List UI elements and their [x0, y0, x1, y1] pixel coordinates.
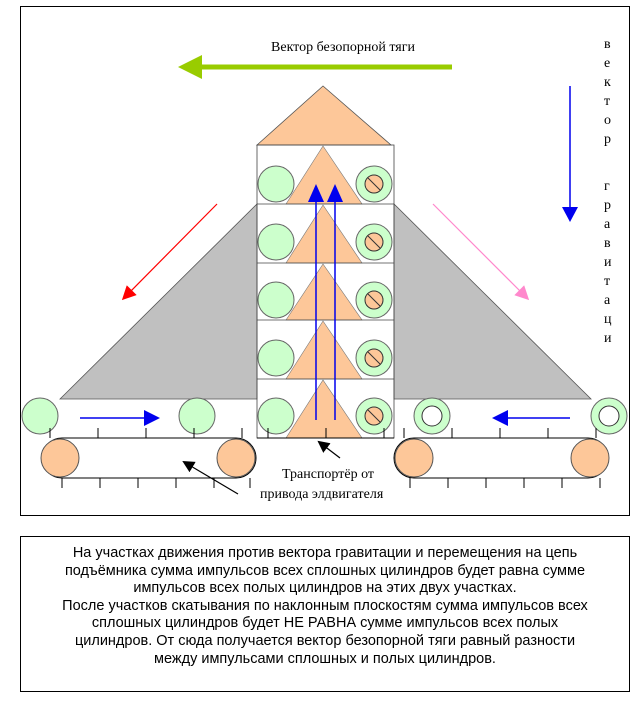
left-roll-arrow: [121, 203, 218, 301]
right-roll-arrow: [432, 203, 530, 301]
caption-line: цилиндров. От сюда получается вектор без…: [74, 632, 576, 649]
gravity-letter: р: [604, 132, 611, 147]
solid-cylinder: [257, 339, 295, 377]
gravity-letter: а: [604, 293, 611, 308]
conveyor-roller: [394, 438, 434, 478]
lifter-cell: [257, 379, 393, 439]
caption-line: На участках движения против вектора грав…: [72, 545, 578, 561]
gravity-letter: е: [604, 56, 610, 71]
conveyor-pointer-arrow: [317, 440, 341, 459]
lifter-cell: [257, 204, 393, 264]
caption-line: импульсов всех полых цилиндров на этих д…: [133, 580, 517, 597]
right-track-arrow: [492, 410, 570, 426]
gravity-letter: г: [604, 179, 610, 194]
right-inclined-plane: [393, 203, 592, 400]
caption-line: сплошных цилиндров будет НЕ РАВНА сумме …: [91, 615, 559, 632]
lifter-cell: [257, 145, 393, 205]
thrust-vector-arrow: [178, 55, 452, 79]
conveyor-label-line2: привода элдвигателя: [260, 487, 384, 502]
solid-cylinder: [178, 397, 216, 435]
gravity-letter: и: [604, 255, 612, 270]
gravity-letter: т: [604, 94, 610, 109]
diagram: Вектор безопорной тяги в е к т о р г р а…: [21, 37, 628, 502]
lifter-column: [256, 144, 395, 439]
lifter-cell: [257, 320, 393, 380]
solid-cylinder: [257, 223, 295, 261]
conveyor-roller: [570, 438, 610, 478]
thrust-vector-label: Вектор безопорной тяги: [271, 40, 415, 55]
gravity-letter: к: [604, 75, 611, 90]
lift-up-arrows: [308, 184, 343, 420]
gravity-letter: о: [604, 113, 611, 128]
hollow-cylinder: [590, 397, 628, 435]
gravity-letter: в: [604, 37, 611, 52]
diagram-frame: [20, 6, 630, 516]
hollow-cylinder: [413, 397, 451, 435]
solid-cylinder: [257, 165, 295, 203]
gravity-letter: ц: [604, 312, 612, 327]
center-conveyor: [257, 428, 394, 439]
gravity-arrow: [562, 86, 578, 222]
lifter-top-triangle: [255, 85, 393, 146]
gravity-letter: р: [604, 198, 611, 213]
caption-line: После участков скатывания по наклонным п…: [62, 597, 588, 614]
gravity-letter: и: [604, 331, 612, 346]
left-inclined-plane: [59, 203, 258, 400]
gravity-vector-label: в е к т о р г р а в и т а ц и: [604, 37, 615, 346]
solid-cylinder: [21, 397, 59, 435]
caption-box: На участках движения против вектора грав…: [20, 536, 630, 692]
conveyor-label-line1: Транспортёр от: [282, 467, 374, 482]
right-conveyor: [393, 428, 610, 488]
gravity-letter: т: [604, 274, 610, 289]
caption-line: подъёмника сумма импульсов всех сплошных…: [64, 562, 586, 579]
conveyor-roller: [40, 438, 80, 478]
left-track-arrow: [80, 410, 160, 426]
gravity-letter: а: [604, 217, 611, 232]
gravity-letter: в: [604, 236, 611, 251]
lifter-cell: [257, 263, 393, 321]
conveyor-roller: [216, 438, 256, 478]
conveyor-pointer-arrow: [182, 460, 239, 495]
solid-cylinder: [257, 397, 295, 435]
solid-cylinder: [257, 281, 295, 319]
left-conveyor: [40, 428, 257, 488]
caption-line: между импульсами сплошных и полых цилинд…: [154, 650, 496, 667]
